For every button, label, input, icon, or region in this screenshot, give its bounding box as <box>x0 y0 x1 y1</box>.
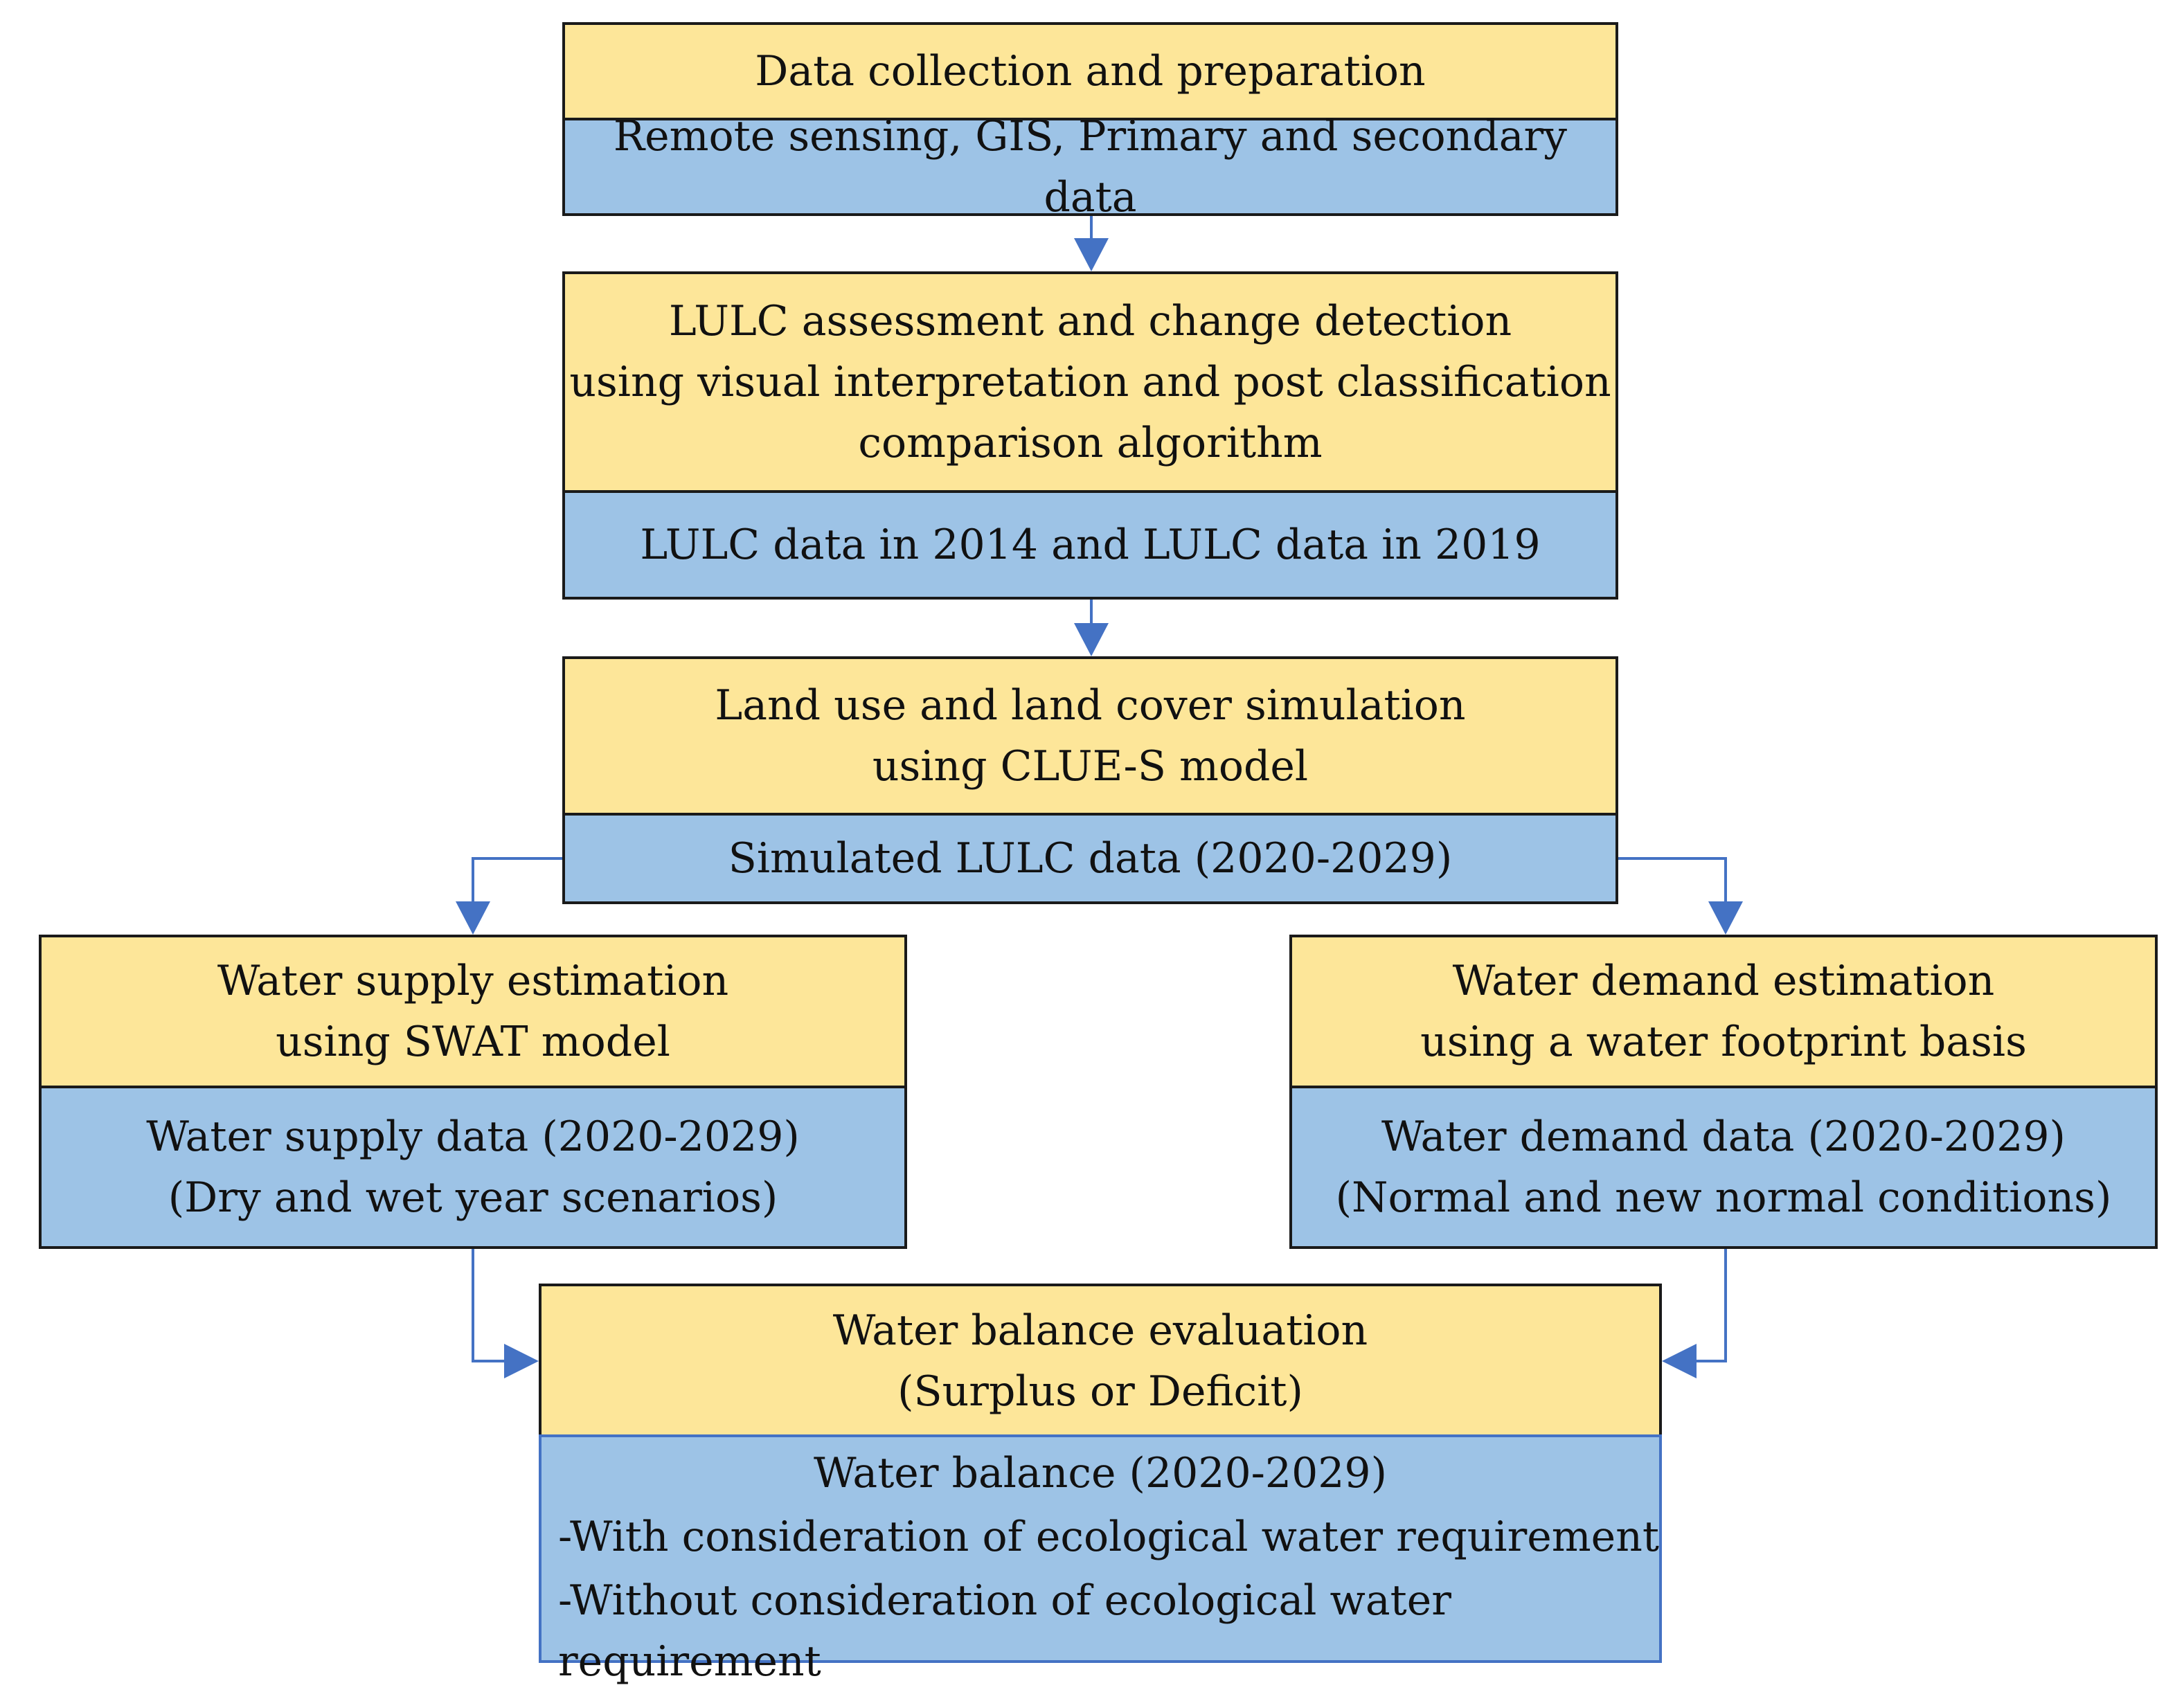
step2-output: LULC data in 2014 and LULC data in 2019 <box>640 521 1541 569</box>
balance-title-line-2: (Surplus or Deficit) <box>897 1367 1303 1416</box>
step3-output: Simulated LULC data (2020-2029) <box>728 834 1453 883</box>
demand-process-box: Water demand estimation using a water fo… <box>1289 935 2158 1088</box>
step1-output-box: Remote sensing, GIS, Primary and seconda… <box>562 112 1618 222</box>
step3-title-line-1: Land use and land cover simulation <box>715 681 1466 730</box>
arrowhead-down-step3 <box>1074 623 1109 656</box>
supply-output-line-1: Water supply data (2020-2029) <box>146 1113 800 1161</box>
step2-output-box: LULC data in 2014 and LULC data in 2019 <box>562 490 1618 600</box>
balance-output-box: Water balance (2020-2029) -With consider… <box>539 1434 1662 1686</box>
demand-output-box: Water demand data (2020-2029) (Normal an… <box>1289 1086 2158 1249</box>
balance-output-heading: Water balance (2020-2029) <box>813 1449 1388 1497</box>
arrow-demand-to-balance <box>1697 1249 1727 1362</box>
balance-output-item-1: -With consideration of ecological water … <box>558 1513 1659 1561</box>
supply-title-line-1: Water supply estimation <box>217 957 729 1005</box>
step2-title-line-1: LULC assessment and change detection <box>668 297 1512 345</box>
supply-output-line-2: (Dry and wet year scenarios) <box>168 1173 778 1222</box>
step1-title: Data collection and preparation <box>755 47 1426 96</box>
arrowhead-right-balance <box>504 1344 539 1378</box>
step3-process-box: Land use and land cover simulation using… <box>562 656 1618 816</box>
balance-process-box: Water balance evaluation (Surplus or Def… <box>539 1284 1662 1437</box>
arrow-supply-to-balance <box>472 1249 504 1362</box>
arrowhead-down-step2 <box>1074 238 1109 271</box>
arrow-step3-to-demand <box>1618 857 1727 906</box>
arrowhead-down-demand <box>1708 901 1743 935</box>
demand-title-line-1: Water demand estimation <box>1452 957 1995 1005</box>
step2-title-line-2: using visual interpretation and post cla… <box>569 358 1611 406</box>
step1-process-box: Data collection and preparation <box>562 22 1618 120</box>
balance-output-item-2: -Without consideration of ecological wat… <box>558 1576 1451 1686</box>
supply-process-box: Water supply estimation using SWAT model <box>39 935 907 1088</box>
balance-title-line-1: Water balance evaluation <box>832 1306 1368 1355</box>
arrow-step3-to-supply <box>472 857 562 906</box>
demand-output-line-1: Water demand data (2020-2029) <box>1381 1113 2066 1161</box>
step1-output: Remote sensing, GIS, Primary and seconda… <box>613 112 1568 222</box>
supply-title-line-2: using SWAT model <box>276 1018 670 1066</box>
demand-title-line-2: using a water footprint basis <box>1420 1018 2027 1066</box>
step3-title-line-2: using CLUE-S model <box>872 742 1309 791</box>
supply-output-box: Water supply data (2020-2029) (Dry and w… <box>39 1086 907 1249</box>
step2-process-box: LULC assessment and change detection usi… <box>562 271 1618 493</box>
arrowhead-left-balance <box>1662 1344 1697 1378</box>
step2-title-line-3: comparison algorithm <box>858 419 1323 467</box>
arrowhead-down-supply <box>456 901 490 935</box>
step3-output-box: Simulated LULC data (2020-2029) <box>562 813 1618 904</box>
demand-output-line-2: (Normal and new normal conditions) <box>1335 1173 2112 1222</box>
